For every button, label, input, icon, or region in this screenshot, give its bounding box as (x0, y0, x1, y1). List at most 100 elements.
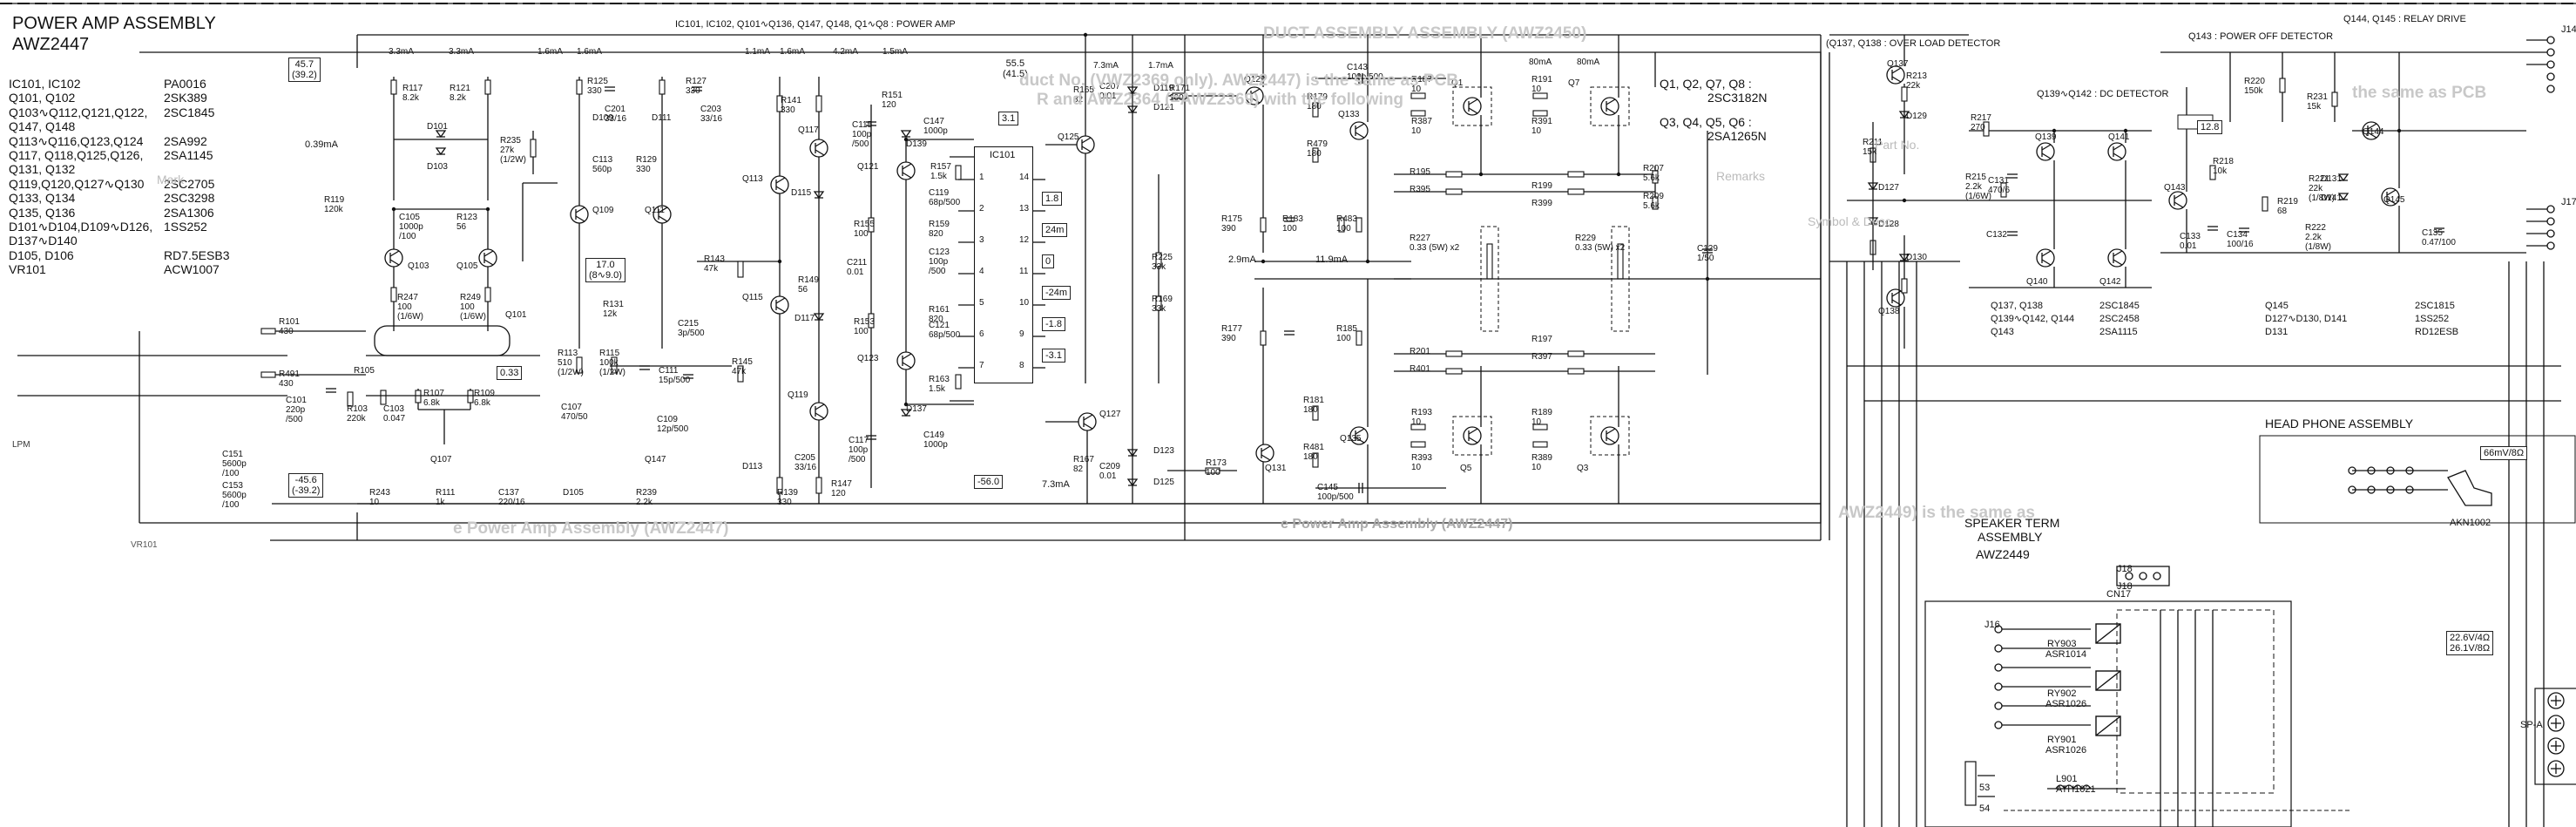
q113-symbol (770, 175, 789, 194)
pin-54: 54 (1979, 803, 1991, 814)
current-label: 7.3mA (1093, 61, 1119, 71)
q7-symbol (1606, 107, 1616, 114)
component-label-r129: R129 330 (636, 155, 657, 174)
diode-label-d131: D131 (2321, 174, 2342, 184)
q131-symbol (1261, 445, 1271, 452)
component-label-r175: R175 390 (1221, 214, 1242, 234)
component-label-c209: C209 0.01 (1099, 462, 1120, 481)
current-label: 80mA (1529, 58, 1552, 67)
ic-pin-number: 14 (1019, 173, 1030, 182)
q141-symbol (2113, 153, 2123, 159)
bleed-text-5: DUCT ASSEMBLY ASSEMBLY (AWZ2450) (1263, 24, 1587, 43)
q140-symbol (2036, 248, 2055, 268)
ic-pin-voltage: 24m (1042, 223, 1068, 237)
resistor-symbol (737, 261, 744, 278)
voltage-box-17: 17.0 (8∿9.0) (585, 258, 625, 282)
resistor-symbol (955, 374, 962, 390)
transistor-label-q147: Q147 (645, 455, 666, 464)
transistor-label-q145: Q145 (2383, 195, 2405, 205)
junction-dot (2052, 128, 2057, 133)
component-label-r227: R227 0.33 (5W) x2 (1410, 234, 1460, 253)
component-label-r165: R165 82 (1073, 85, 1094, 105)
q135-symbol (1355, 437, 1365, 444)
section-header-poweroff: Q143 : POWER OFF DETECTOR (2188, 31, 2334, 42)
connector-pin (2546, 229, 2555, 238)
q140-symbol (2041, 250, 2052, 257)
diode-label-d111: D111 (652, 113, 672, 123)
q137-symbol (1891, 76, 1902, 83)
speaker-sp-a: SP-A (2520, 720, 2543, 730)
pin-block (1964, 761, 1977, 806)
parts-relay-part: RD12ESB (2415, 327, 2459, 337)
current-label: 1.7mA (1148, 61, 1173, 71)
diode-symbol (2337, 173, 2350, 182)
current-label: 80mA (1577, 58, 1600, 67)
parts-left-part: 2SK389 (164, 91, 207, 105)
component-label-r119: R119 120k (324, 195, 345, 214)
component-label-c147: C147 1000p (923, 117, 948, 136)
component-label-r231: R231 15k (2307, 92, 2328, 112)
parts-left-ref: Q135, Q136 (9, 205, 76, 220)
q138-symbol (1886, 288, 1905, 308)
component-label-r185: R185 100 (1336, 324, 1357, 343)
q117-symbol (815, 149, 825, 156)
q3-heatsink-outline (1590, 416, 1630, 456)
diode-symbol (900, 130, 912, 139)
component-label-c149: C149 1000p (923, 430, 948, 450)
component-label-r221: R221 22k (1/8W) (2309, 174, 2335, 203)
component-label-r235: R235 27k (1/2W) (500, 136, 526, 165)
component-label-c131: C131 470/6 (1988, 176, 2011, 195)
parts-mid-part: 2SA1265N (1707, 129, 1767, 143)
transistor-label-q101: Q101 (505, 310, 527, 320)
q127-symbol (1078, 412, 1097, 431)
component-label-r229: R229 0.33 (5W) x2 (1575, 234, 1626, 253)
component-label-r171: R171 100 (1169, 84, 1190, 103)
component-label-c105: C105 1000p /100 (399, 213, 423, 241)
component-label-r220: R220 150k (2244, 77, 2265, 96)
relay-ry903: RY903 (2047, 639, 2077, 649)
q109-symbol (570, 205, 589, 224)
transistor-label-q127: Q127 (1099, 410, 1121, 419)
transistor-label-q119: Q119 (788, 390, 808, 400)
section-header-overload: (Q137, Q138 : OVER LOAD DETECTOR (1826, 38, 2001, 49)
transistor-label-q1: Q1 (1451, 78, 1464, 88)
parts-left-ref: Q101, Q102 (9, 91, 76, 105)
parts-relay-part: 1SS252 (2415, 314, 2450, 324)
diode-symbol (813, 313, 825, 322)
relay-contacts-outline (2116, 609, 2275, 794)
transistor-label-q138: Q138 (1878, 307, 1900, 316)
ic-pin-number: 2 (979, 204, 984, 214)
diode-label-d105: D105 (563, 488, 584, 498)
q121-symbol (902, 172, 912, 179)
current-label: 3.3mA (449, 47, 474, 57)
resistor-symbol (1312, 405, 1319, 421)
headphone-part: AKN1002 (2450, 518, 2491, 528)
component-label-r121: R121 8.2k (450, 84, 470, 103)
component-label-r197: R197 (1531, 335, 1552, 344)
diode-label-d103: D103 (427, 162, 448, 172)
resistor-symbol (815, 95, 822, 112)
connector-pin (2546, 85, 2555, 93)
parts-relay-ref: D127∿D130, D141 (2265, 314, 2348, 324)
diode-label-d121: D121 (1153, 103, 1174, 112)
resistor-symbol (467, 390, 474, 403)
component-label-r222: R222 2.2k (1/8W) (2305, 223, 2331, 252)
component-label-c109: C109 12p/500 (657, 415, 689, 434)
component-label-c111: C111 15p/500 (659, 366, 691, 385)
junction-dot (1902, 198, 1907, 203)
component-label-c203: C203 33/16 (700, 105, 723, 124)
ic101-body (974, 146, 1033, 383)
bleed-text-1: duct No. (VWZ2369 only). AWZ2447) is the… (1019, 71, 1458, 90)
component-label-c121: C121 68p/500 (929, 321, 961, 340)
ic-pin-number: 12 (1019, 235, 1030, 245)
q109-symbol (575, 215, 585, 222)
component-label-r101: R101 430 (279, 317, 300, 336)
j16-pin (1994, 682, 2003, 691)
parts-left-part: PA0016 (164, 77, 206, 91)
component-label-c215: C215 3p/500 (678, 319, 705, 338)
component-label-r483: R483 100 (1336, 214, 1357, 234)
l901-coil (2055, 784, 2092, 790)
component-label-c153: C153 5600p /100 (222, 481, 247, 510)
component-label-r215: R215 2.2k (1/6W) (1965, 173, 1991, 201)
